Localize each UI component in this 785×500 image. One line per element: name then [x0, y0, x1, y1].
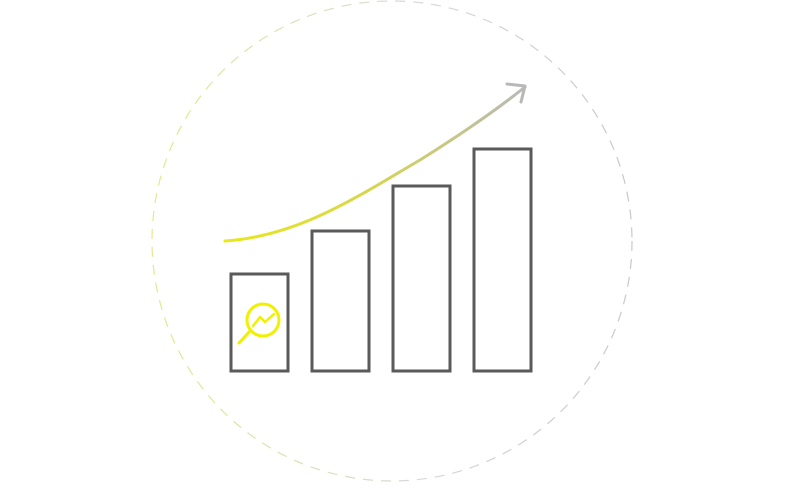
bar-4 [472, 147, 533, 373]
bar-2 [310, 229, 371, 373]
dashed-circle-outline [151, 0, 633, 482]
bars-group [229, 147, 533, 373]
trend-arrow-line [223, 85, 527, 243]
magnifier-trend-icon [237, 302, 281, 345]
bar-3 [391, 184, 452, 373]
bar-1 [229, 272, 290, 373]
trend-arrow-head-icon [505, 82, 527, 104]
